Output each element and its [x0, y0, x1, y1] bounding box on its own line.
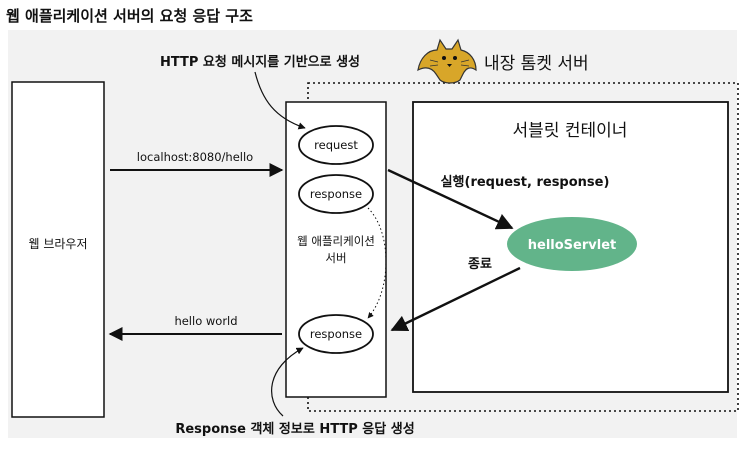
servlet-container-label: 서블릿 컨테이너	[513, 121, 628, 141]
annotation-bottom: Response 객체 정보로 HTTP 응답 생성	[175, 421, 414, 437]
annotation-bottom-arrow	[271, 347, 304, 417]
annotation-top: HTTP 요청 메시지를 기반으로 생성	[160, 54, 360, 70]
web-browser-label: 웹 브라우저	[28, 237, 87, 251]
web-browser-box	[11, 81, 105, 418]
tomcat-icon	[417, 38, 477, 84]
response-bottom-label: response	[310, 327, 362, 341]
response-object-bottom	[298, 314, 374, 354]
was-label-line2: 서버	[325, 251, 346, 265]
execute-label: 실행(request, response)	[441, 174, 610, 190]
response-flow-dotted	[367, 207, 387, 319]
annotation-top-arrow	[254, 71, 306, 130]
hello-servlet	[507, 217, 637, 271]
request-label: request	[314, 138, 358, 152]
request-url-label: localhost:8080/hello	[137, 150, 253, 164]
was-label-line1: 웹 애플리케이션	[297, 234, 375, 248]
finish-arrow	[390, 266, 521, 332]
finish-label: 종료	[468, 257, 492, 272]
reply-label: hello world	[174, 314, 237, 328]
response-top-label: response	[310, 187, 362, 201]
hello-servlet-label: helloServlet	[528, 238, 616, 253]
response-object-top	[298, 174, 374, 214]
tomcat-label: 내장 톰켓 서버	[484, 54, 589, 74]
request-object	[298, 125, 374, 165]
page-title: 웹 애플리케이션 서버의 요청 응답 구조	[6, 7, 253, 25]
execute-arrow	[387, 168, 514, 230]
